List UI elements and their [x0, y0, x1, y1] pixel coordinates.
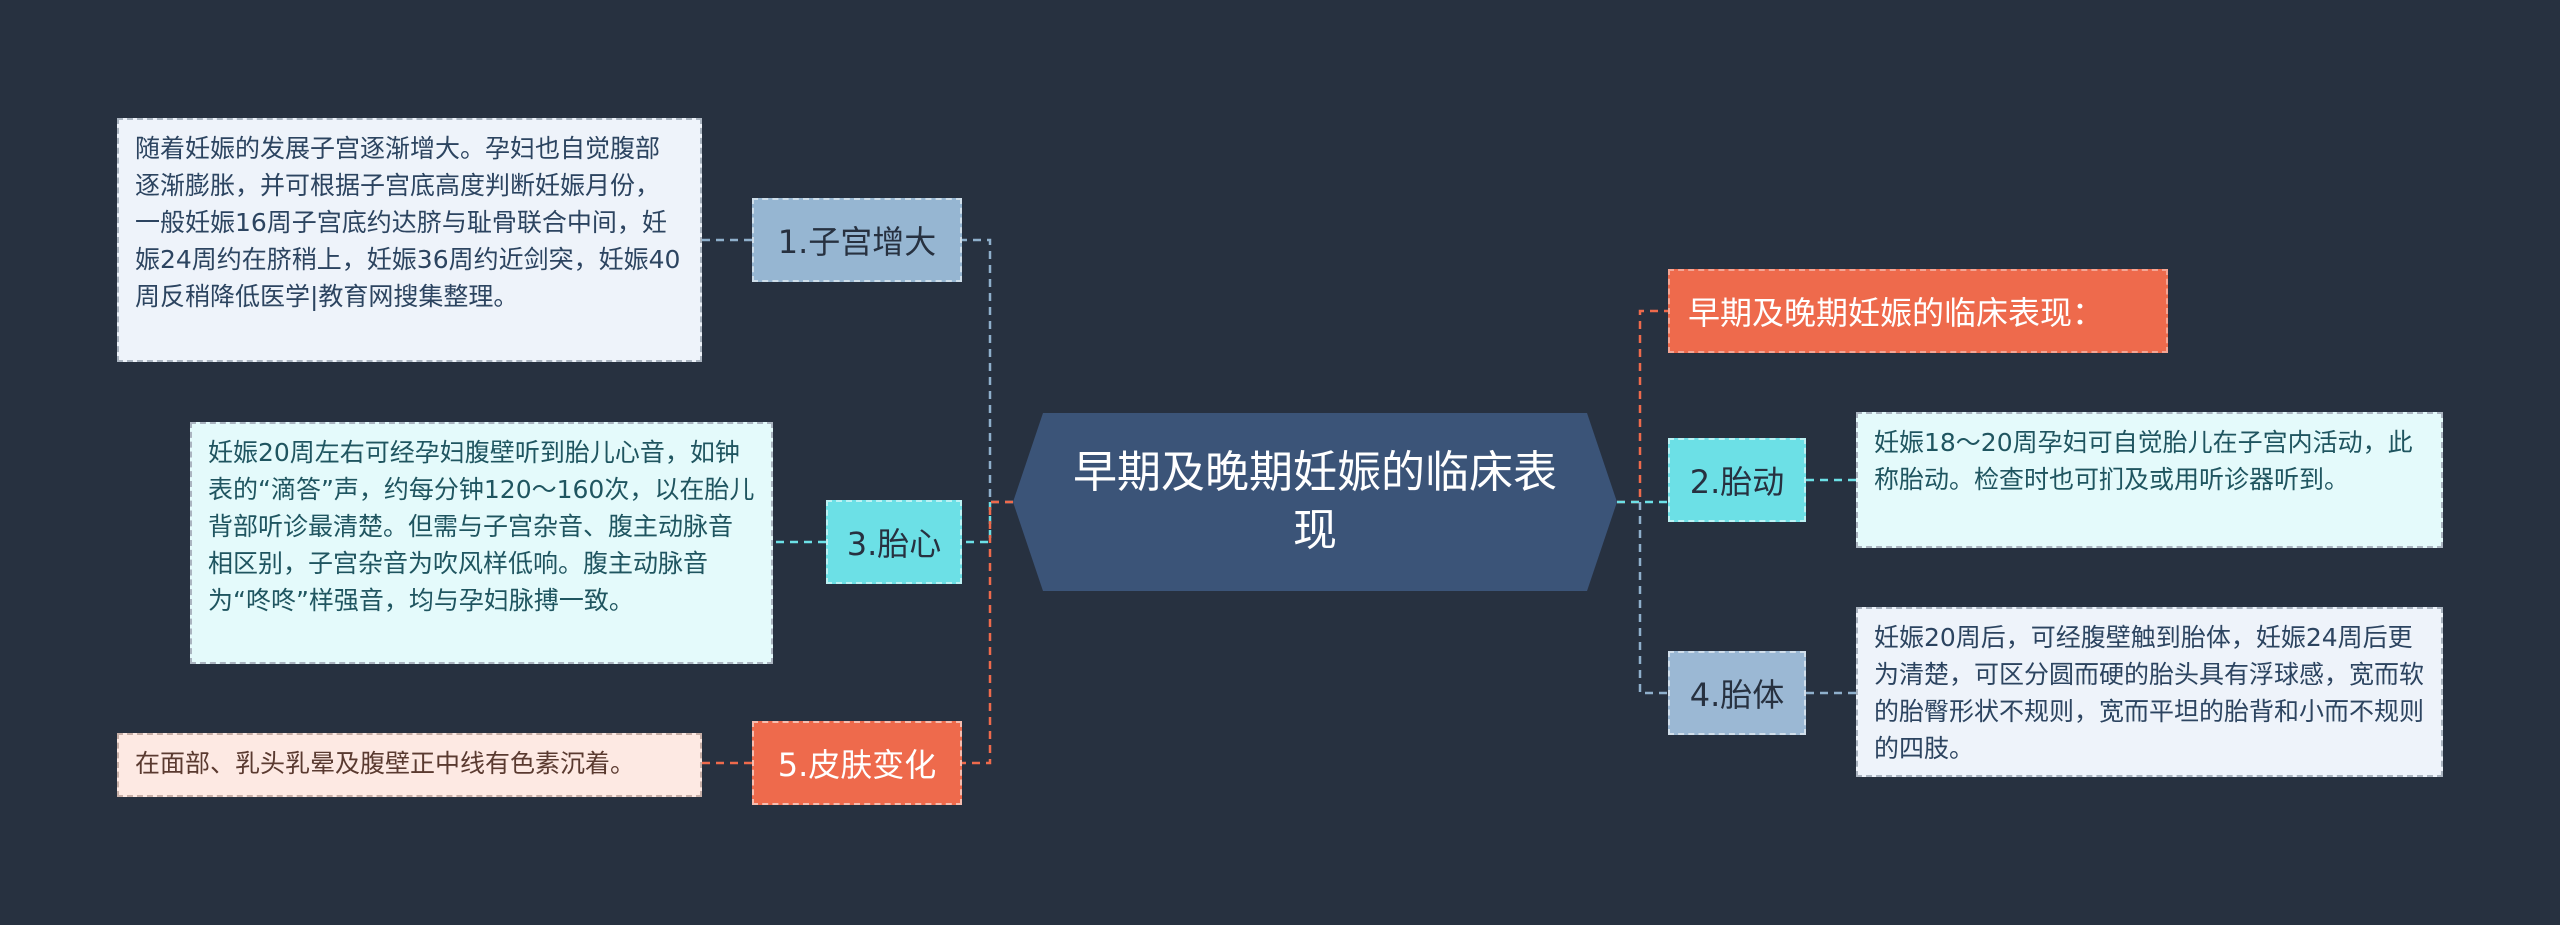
branch-label: 3.胎心 — [846, 525, 942, 563]
detail-fetal-body: 妊娠20周后，可经腹壁触到胎体，妊娠24周后更为清楚，可区分圆而硬的胎头具有浮球… — [1856, 607, 2443, 777]
branch-label: 5.皮肤变化 — [777, 746, 937, 784]
right-title-label: 早期及晚期妊娠的临床表现： — [1688, 294, 2105, 332]
connector-left-trunk-bottom — [962, 500, 1013, 765]
branch-label: 4.胎体 — [1689, 676, 1785, 714]
connector-right-title — [1617, 309, 1668, 504]
detail-skin-changes: 在面部、乳头乳晕及腹壁正中线有色素沉着。 — [117, 733, 702, 797]
detail-text: 妊娠20周左右可经孕妇腹壁听到胎儿心音，如钟表的“滴答”声，约每分钟120～16… — [208, 438, 755, 615]
central-topic-label: 早期及晚期妊娠的临床表现 — [1073, 447, 1557, 556]
central-topic[interactable]: 早期及晚期妊娠的临床表现 — [1013, 413, 1617, 591]
branch-uterus-enlargement[interactable]: 1.子宫增大 — [752, 198, 962, 282]
detail-uterus-enlargement: 随着妊娠的发展子宫逐渐增大。孕妇也自觉腹部逐渐膨胀，并可根据子宫底高度判断妊娠月… — [117, 118, 702, 362]
detail-text: 在面部、乳头乳晕及腹壁正中线有色素沉着。 — [135, 749, 636, 778]
connector-right-4 — [1638, 502, 1668, 695]
connector-left-trunk-top — [962, 238, 1013, 504]
branch-label: 2.胎动 — [1689, 463, 1785, 501]
right-title-node[interactable]: 早期及晚期妊娠的临床表现： — [1668, 269, 2168, 353]
detail-text: 随着妊娠的发展子宫逐渐增大。孕妇也自觉腹部逐渐膨胀，并可根据子宫底高度判断妊娠月… — [135, 134, 681, 311]
branch-skin-changes[interactable]: 5.皮肤变化 — [752, 721, 962, 805]
branch-fetal-heart[interactable]: 3.胎心 — [826, 500, 962, 584]
branch-label: 1.子宫增大 — [777, 223, 937, 261]
detail-fetal-movement: 妊娠18～20周孕妇可自觉胎儿在子宫内活动，此称胎动。检查时也可扪及或用听诊器听… — [1856, 412, 2443, 548]
detail-fetal-heart: 妊娠20周左右可经孕妇腹壁听到胎儿心音，如钟表的“滴答”声，约每分钟120～16… — [190, 422, 773, 664]
detail-text: 妊娠20周后，可经腹壁触到胎体，妊娠24周后更为清楚，可区分圆而硬的胎头具有浮球… — [1874, 623, 2425, 763]
connector-left-trunk-mid — [962, 502, 992, 544]
branch-fetal-body[interactable]: 4.胎体 — [1668, 651, 1806, 735]
detail-text: 妊娠18～20周孕妇可自觉胎儿在子宫内活动，此称胎动。检查时也可扪及或用听诊器听… — [1874, 428, 2413, 494]
branch-fetal-movement[interactable]: 2.胎动 — [1668, 438, 1806, 522]
